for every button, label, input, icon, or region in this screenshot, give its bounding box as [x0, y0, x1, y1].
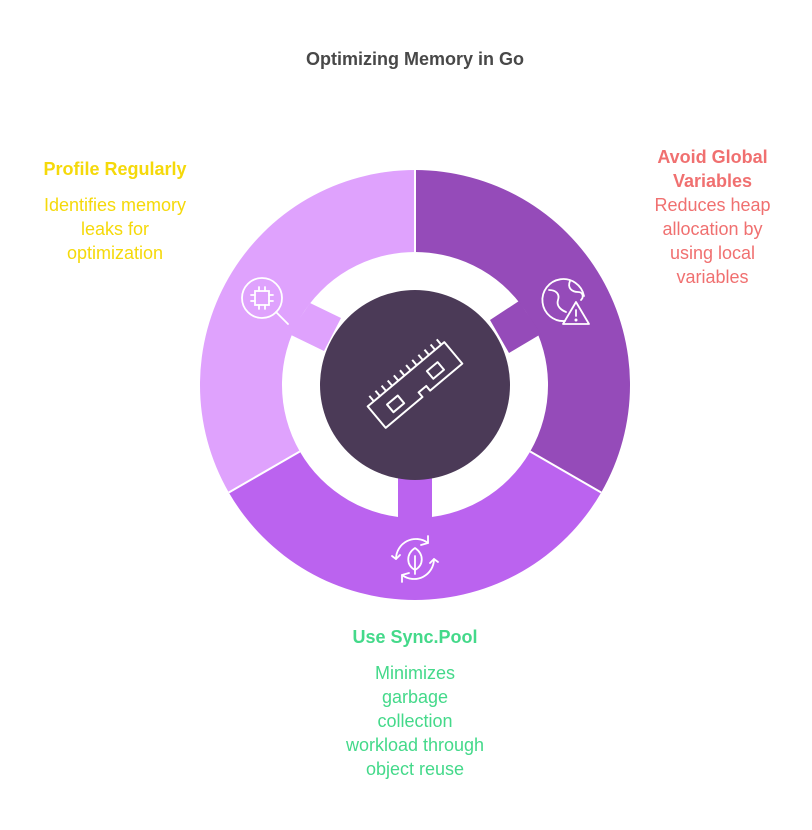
segment-sync	[228, 451, 602, 601]
global-description: Reduces heap allocation by using local v…	[654, 195, 771, 287]
profile-label-group: Profile Regularly Identifies memory leak…	[20, 157, 210, 265]
chip-search-icon	[241, 277, 289, 325]
connector-profile	[289, 303, 341, 351]
global-label-group: Avoid Global Variables Reduces heap allo…	[640, 145, 785, 289]
sync-description: Minimizes garbage collection workload th…	[345, 663, 485, 779]
profile-heading: Profile Regularly	[43, 159, 187, 179]
segment-global	[415, 170, 631, 493]
global-heading: Avoid Global Variables	[657, 147, 768, 191]
segment-profile	[199, 170, 415, 493]
connector-global	[490, 301, 541, 353]
diagram-title: Optimizing Memory in Go	[305, 49, 524, 69]
connector-sync	[398, 478, 432, 520]
memory-stick-icon	[366, 338, 464, 429]
sync-label-group: Use Sync.Pool Minimizes garbage collecti…	[325, 625, 505, 781]
recycle-leaf-icon	[391, 535, 439, 583]
sync-heading: Use Sync.Pool	[352, 627, 478, 647]
profile-description: Identifies memory leaks for optimization	[43, 195, 187, 263]
center-circle	[320, 290, 510, 480]
globe-warning-icon	[541, 278, 590, 325]
